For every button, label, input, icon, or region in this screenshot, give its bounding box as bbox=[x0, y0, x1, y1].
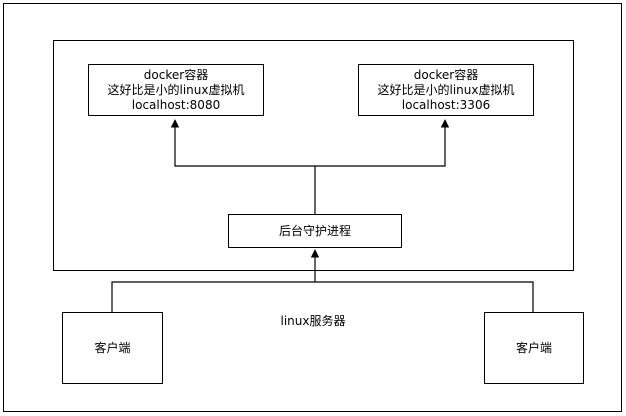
container-right-title: docker容器 bbox=[413, 68, 479, 82]
container-left-title: docker容器 bbox=[143, 68, 209, 82]
daemon-label: 后台守护进程 bbox=[278, 224, 351, 238]
container-left-desc: 这好比是小的linux虚拟机 bbox=[107, 83, 245, 97]
docker-container-right: docker容器 这好比是小的linux虚拟机 localhost:3306 bbox=[358, 64, 534, 116]
client-left-label: 客户端 bbox=[94, 341, 131, 355]
arrow-daemon-to-right-container bbox=[315, 119, 450, 167]
arrow-daemon-to-left-container bbox=[170, 119, 316, 214]
client-left-box: 客户端 bbox=[62, 312, 163, 384]
connector-clients bbox=[111, 281, 534, 312]
host-area bbox=[53, 40, 574, 271]
daemon-box: 后台守护进程 bbox=[228, 214, 402, 248]
outer-frame bbox=[3, 3, 622, 412]
container-right-address: localhost:3306 bbox=[401, 98, 491, 112]
container-left-address: localhost:8080 bbox=[131, 98, 221, 112]
client-right-label: 客户端 bbox=[515, 341, 552, 355]
server-label: linux服务器 bbox=[280, 314, 346, 328]
container-right-desc: 这好比是小的linux虚拟机 bbox=[377, 83, 515, 97]
client-right-box: 客户端 bbox=[484, 312, 584, 384]
docker-container-left: docker容器 这好比是小的linux虚拟机 localhost:8080 bbox=[88, 64, 264, 116]
